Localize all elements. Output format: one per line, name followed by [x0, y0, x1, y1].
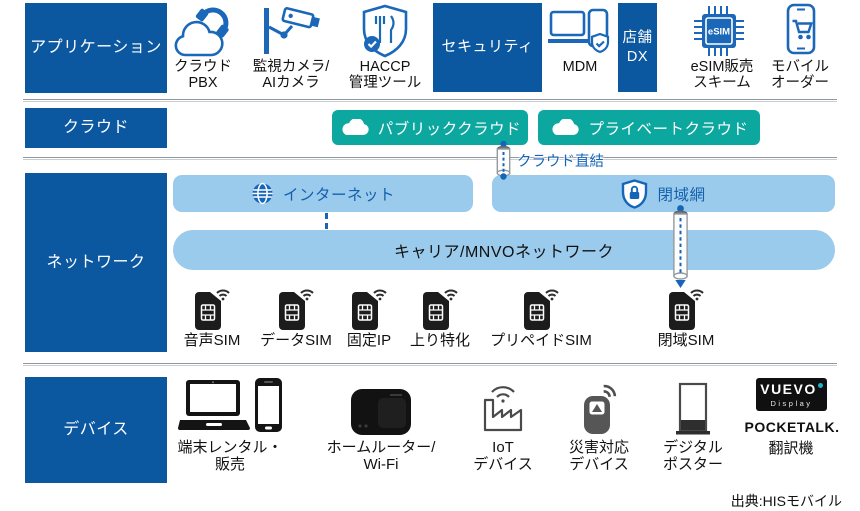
- device-item-caption: 端末レンタル・ 販売: [177, 439, 283, 473]
- app-item-caption: eSIM販売 スキーム: [690, 59, 754, 92]
- mobile-order-icon: [779, 3, 823, 57]
- separator-line: [23, 157, 837, 160]
- surveillance-camera-icon: [259, 5, 323, 57]
- private-cloud-box: プライベートクラウド: [538, 110, 760, 145]
- device-item-caption: IoT デバイス: [473, 439, 533, 473]
- sim-card-icon: [349, 285, 389, 331]
- cloud-pbx-icon: [172, 5, 234, 59]
- row-label-network: ネットワーク: [25, 173, 167, 352]
- laptop-phone-icon: [178, 378, 282, 438]
- device-item-caption: 災害対応 デバイス: [568, 439, 630, 473]
- cloud-icon: [339, 119, 369, 136]
- app-item-caption: HACCP 管理ツール: [348, 59, 422, 92]
- esim-chip-icon: eSIM: [691, 3, 747, 59]
- security-box: セキュリティ: [433, 3, 542, 92]
- sim-label: データSIM: [260, 332, 332, 349]
- pocketalk-logo: POCKETALK.: [744, 419, 840, 435]
- store-dx-box: 店舗 DX: [618, 3, 657, 92]
- closed-tunnel-pipe-icon: [672, 204, 689, 288]
- closed-network-label: 閉域網: [657, 186, 706, 204]
- app-item-caption: 監視カメラ/ AIカメラ: [252, 59, 330, 92]
- sim-label: 上り特化: [409, 332, 471, 349]
- row-label-device: デバイス: [25, 377, 167, 483]
- mdm-devices-icon: [548, 8, 612, 56]
- globe-icon: [251, 182, 274, 205]
- carrier-network-label: キャリア/MNVOネットワーク: [394, 244, 614, 261]
- internet-box: インターネット: [173, 175, 473, 212]
- cloud-direct-pipe-icon: [495, 140, 512, 180]
- row-label-cloud: クラウド: [25, 108, 167, 148]
- public-cloud-box: パブリッククラウド: [332, 110, 528, 145]
- internet-label: インターネット: [282, 186, 395, 204]
- vuevo-logo-text: VUEVO: [760, 380, 817, 397]
- closed-network-box: 閉域網: [492, 175, 835, 212]
- device-item-caption: デジタル ポスター: [662, 439, 724, 473]
- shield-lock-icon: [621, 178, 648, 209]
- row-label-application: アプリケーション: [25, 3, 167, 93]
- device-item-caption: 翻訳機: [768, 440, 814, 457]
- disaster-device-icon: [575, 380, 623, 436]
- sim-label: プリペイドSIM: [490, 332, 592, 349]
- sim-card-icon: [420, 285, 460, 331]
- sim-card-icon: [521, 285, 561, 331]
- vuevo-sub-text: Display: [770, 398, 813, 408]
- app-item-caption: モバイル オーダー: [771, 59, 829, 92]
- app-item-caption: クラウド PBX: [174, 59, 232, 92]
- private-cloud-label: プライベートクラウド: [588, 120, 749, 138]
- cloud-icon: [549, 119, 580, 136]
- vuevo-dot-icon: [817, 382, 823, 388]
- digital-poster-icon: [675, 382, 711, 438]
- sim-card-icon: [192, 285, 232, 331]
- sim-card-icon: [666, 285, 706, 331]
- app-item-caption: MDM: [562, 59, 598, 75]
- carrier-network-pill: キャリア/MNVOネットワーク: [173, 230, 835, 270]
- cloud-direct-link-label: クラウド直結: [517, 154, 604, 170]
- separator-line: [23, 363, 837, 366]
- esim-chip-text: eSIM: [708, 27, 730, 38]
- separator-line: [23, 99, 837, 102]
- haccp-shield-icon: [357, 3, 413, 59]
- public-cloud-label: パブリッククラウド: [377, 120, 522, 138]
- source-credit: 出典:HISモバイル: [730, 493, 842, 509]
- sim-label: 音声SIM: [183, 332, 241, 349]
- sim-label: 閉域SIM: [657, 332, 715, 349]
- iot-factory-icon: [476, 380, 530, 432]
- device-item-caption: ホームルーター/ Wi-Fi: [326, 439, 436, 473]
- home-router-icon: [350, 388, 412, 436]
- vuevo-display-logo: VUEVO Display: [756, 378, 827, 411]
- sim-label: 固定IP: [346, 332, 392, 349]
- internet-carrier-connector: [325, 213, 328, 229]
- sim-card-icon: [276, 285, 316, 331]
